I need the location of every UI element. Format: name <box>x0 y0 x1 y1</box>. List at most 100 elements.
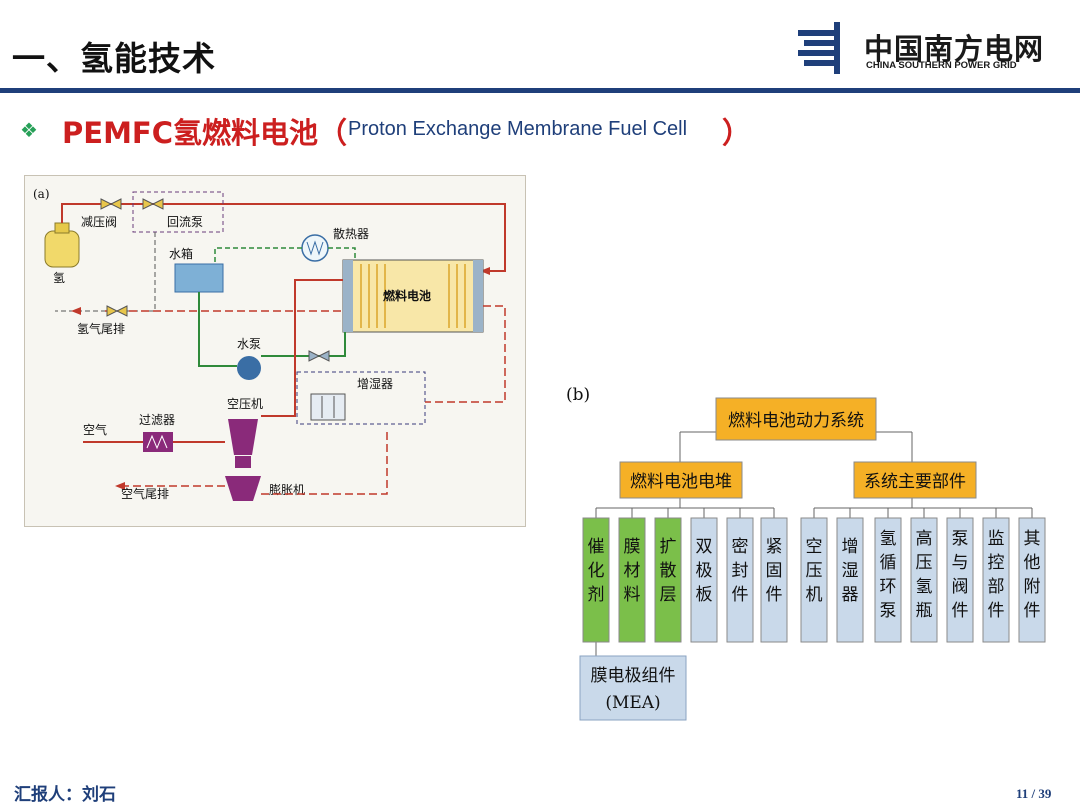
diamond-cluster-icon: ❖ <box>20 118 38 142</box>
mea-node <box>579 655 687 721</box>
leaf-node-char: 料 <box>624 585 641 605</box>
leaf-node-char: 压 <box>806 561 823 581</box>
logo-name-en: CHINA SOUTHERN POWER GRID <box>866 60 1017 71</box>
leaf-node-char: 与 <box>952 553 969 573</box>
label-fuel-cell: 燃料电池 <box>383 288 431 303</box>
leaf-node-char: 泵 <box>880 601 897 621</box>
leaf-node-char: 循 <box>880 553 897 573</box>
logo-name-cn: 中国南方电网 <box>864 32 1045 66</box>
label-compressor: 空压机 <box>227 397 263 411</box>
power-grid-logo-icon <box>798 22 840 74</box>
leaf-node-char: 散 <box>660 561 677 581</box>
label-air: 空气 <box>83 422 107 437</box>
figure-a-tag: (a) <box>33 187 50 201</box>
leaf-node-char: 环 <box>880 577 897 597</box>
leaf-node-char: 件 <box>766 585 783 605</box>
leaf-node-char: 监 <box>988 529 1005 549</box>
leaf-node-char: 膜 <box>624 537 641 557</box>
leaf-node-char: 板 <box>696 585 713 605</box>
leaf-node-char: 阀 <box>952 577 969 597</box>
leaf-node-char: 高 <box>916 529 933 549</box>
leaf-node-char: 件 <box>952 601 969 621</box>
label-hydrogen: 氢 <box>53 270 65 285</box>
leaf-node-char: 层 <box>660 585 677 605</box>
leaf-node-char: 他 <box>1024 553 1041 573</box>
leaf-node-char: 附 <box>1024 577 1041 597</box>
leaf-node <box>760 517 788 643</box>
root-node <box>715 397 877 441</box>
page-title: 一、氢能技术 <box>12 39 216 78</box>
leaf-node-char: 空 <box>806 537 823 557</box>
mea-node-label: 膜电极组件 <box>591 666 676 686</box>
coolant-valve-icon <box>308 350 330 362</box>
leaf-node <box>874 517 902 643</box>
leaf-node-char: 紧 <box>766 537 783 557</box>
fuel-cell-power-system-tree: (b) 燃料电池动力系统燃料电池电堆系统主要部件催化剂膜材料扩散层双极板密封件紧… <box>566 385 1046 721</box>
leaf-node-char: 湿 <box>842 561 859 581</box>
leaf-node-char: 其 <box>1024 529 1041 549</box>
leaf-node <box>836 517 864 643</box>
subtitle-cn: PEMFC氢燃料电池（ <box>62 116 348 150</box>
leaf-node-char: 部 <box>988 577 1005 597</box>
leaf-node-char: 氢 <box>916 577 933 597</box>
label-air-exhaust: 空气尾排 <box>121 486 169 501</box>
leaf-node-char: 双 <box>696 537 713 557</box>
pressure-valve-icon <box>100 198 122 210</box>
leaf-node <box>800 517 828 643</box>
mea-node-sublabel: (MEA) <box>605 693 660 713</box>
recirculation-pump-box <box>132 191 224 233</box>
filter-icon <box>143 432 173 452</box>
leaf-node-char: 件 <box>732 585 749 605</box>
leaf-node-char: 催 <box>588 537 605 557</box>
leaf-node-char: 增 <box>842 537 859 557</box>
leaf-node-char: 瓶 <box>916 601 933 621</box>
label-expander: 膨胀机 <box>269 483 305 497</box>
leaf-node-char: 固 <box>766 561 783 581</box>
reporter-label: 汇报人：刘石 <box>14 785 116 805</box>
label-humidifier: 增湿器 <box>357 376 393 391</box>
leaf-node-char: 件 <box>1024 601 1041 621</box>
expander-icon <box>225 476 261 501</box>
humidifier-icon <box>310 393 346 421</box>
leaf-node <box>1018 517 1046 643</box>
figure-b-tag: (b) <box>566 385 590 405</box>
leaf-node <box>910 517 938 643</box>
label-water-tank: 水箱 <box>169 246 193 261</box>
leaf-node-char: 压 <box>916 553 933 573</box>
leaf-node-char: 氢 <box>880 529 897 549</box>
leaf-node-char: 剂 <box>588 585 605 605</box>
leaf-node <box>982 517 1010 643</box>
radiator-icon <box>301 234 329 262</box>
label-hydrogen-exhaust: 氢气尾排 <box>77 321 125 336</box>
fuel-cell-system-schematic: (a) 氢 减压阀 回流泵 氢气尾排 散热器 水箱 燃料电池 <box>24 175 526 527</box>
leaf-node-char: 密 <box>732 537 749 557</box>
water-tank-icon <box>174 263 224 293</box>
leaf-node <box>618 517 646 643</box>
label-water-pump: 水泵 <box>237 337 261 351</box>
leaf-node <box>690 517 718 643</box>
label-filter: 过滤器 <box>139 413 175 427</box>
leaf-node-char: 材 <box>624 561 641 581</box>
root-node-label: 燃料电池动力系统 <box>728 411 864 431</box>
recirculation-pump-icon <box>142 198 164 210</box>
leaf-node-char: 器 <box>842 585 859 605</box>
leaf-node-char: 泵 <box>952 529 969 549</box>
leaf-node-char: 件 <box>988 601 1005 621</box>
leaf-node-char: 化 <box>588 561 605 581</box>
leaf-node-char: 机 <box>806 585 823 605</box>
compressor-icon <box>228 419 258 455</box>
humidifier-box <box>296 371 426 425</box>
label-pressure-valve: 减压阀 <box>81 215 117 229</box>
subtitle-en: Proton Exchange Membrane Fuel Cell <box>348 118 688 140</box>
water-pump-icon <box>237 356 261 380</box>
company-logo <box>798 22 840 74</box>
hydrogen-tank-icon <box>44 230 80 268</box>
leaf-node <box>946 517 974 643</box>
branch-node <box>853 461 977 499</box>
leaf-node-char: 封 <box>732 561 749 581</box>
header-rule <box>0 88 1080 93</box>
leaf-node-char: 极 <box>696 561 713 581</box>
leaf-node-char: 扩 <box>660 537 677 557</box>
leaf-node-char: 控 <box>988 553 1005 573</box>
label-radiator: 散热器 <box>333 226 369 241</box>
